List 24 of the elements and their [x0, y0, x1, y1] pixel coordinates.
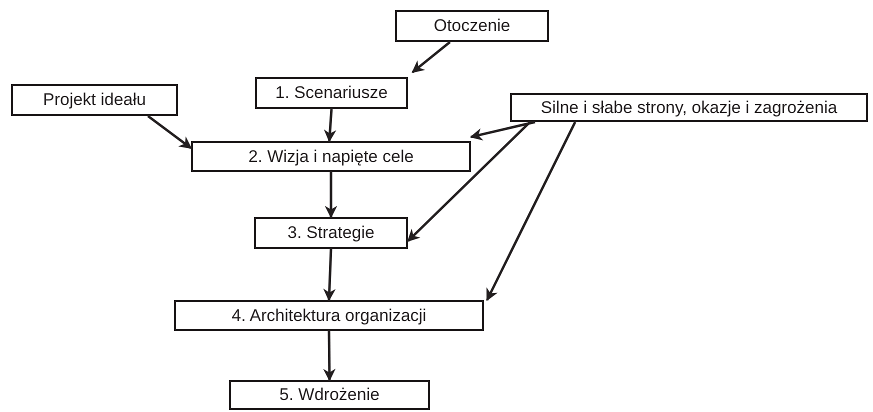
- arrow: [470, 120, 536, 140]
- box-label: Silne i słabe strony, okazje i zagrożenia: [540, 98, 838, 118]
- process-box: [229, 380, 430, 410]
- box-label: Otoczenie: [434, 16, 510, 36]
- process-box: [255, 77, 408, 109]
- box-label: 5. Wdrożenie: [279, 385, 380, 405]
- arrow: [323, 330, 336, 382]
- process-box: [254, 217, 408, 249]
- process-box: [11, 84, 178, 116]
- arrow: [147, 115, 192, 150]
- box-label: Projekt ideału: [42, 90, 146, 110]
- box-label: 3. Strategie: [288, 223, 374, 243]
- arrow: [486, 121, 576, 302]
- arrow: [324, 108, 336, 142]
- box-label: 2. Wizja i napięte cele: [248, 146, 414, 166]
- box-label: 4. Architektura organizacji: [232, 306, 426, 326]
- box-label: 1. Scenariusze: [275, 83, 388, 103]
- process-box: [191, 141, 471, 172]
- process-box: [174, 300, 484, 331]
- process-box: [510, 93, 868, 122]
- arrow: [323, 248, 336, 302]
- arrow: [412, 41, 451, 74]
- arrow: [324, 172, 338, 218]
- process-box: [395, 10, 549, 42]
